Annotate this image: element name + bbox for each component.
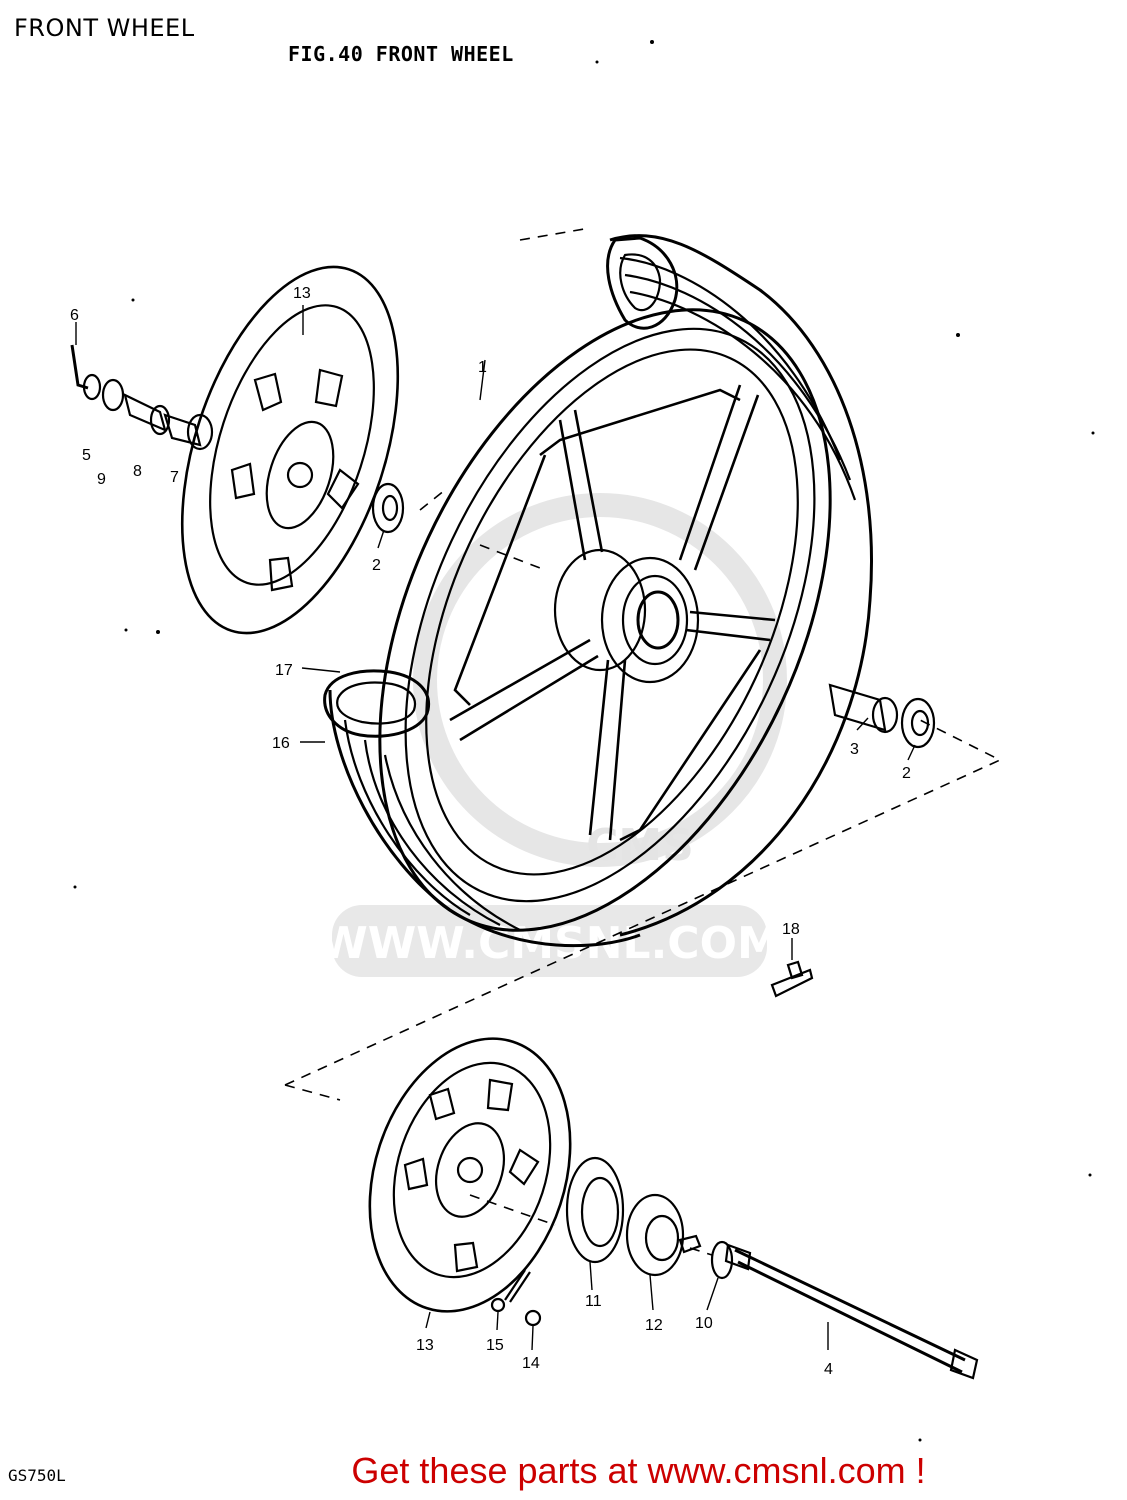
- callout-leaders: [75, 305, 916, 1351]
- callout-18: 18: [782, 921, 800, 938]
- page-title: FRONT WHEEL: [14, 14, 195, 42]
- cmsnl-watermark: CMS WWW.CMSNL.COM: [319, 493, 787, 977]
- left-axle-parts: [70, 344, 214, 451]
- callout-10: 10: [695, 1315, 713, 1332]
- speedometer-gearbox: [625, 1193, 702, 1277]
- callout-1: 1: [478, 359, 487, 376]
- promo-banner[interactable]: Get these parts at www.cmsnl.com !: [0, 1450, 1127, 1492]
- callout-7: 7: [170, 469, 179, 486]
- brake-disc-upper: [180, 265, 400, 635]
- wheel-spokes: [449, 384, 776, 842]
- right-spacer-bearing: [828, 683, 936, 749]
- callout-11: 11: [585, 1293, 602, 1310]
- promo-link-text[interactable]: Get these parts at www.cmsnl.com !: [351, 1450, 926, 1491]
- callout-16: 16: [272, 735, 290, 752]
- scan-specks: [73, 40, 1095, 1442]
- callout-17: 17: [275, 662, 293, 679]
- callout-13-upper-disc: 13: [293, 285, 311, 302]
- callout-3: 3: [850, 741, 859, 758]
- wheel-bearing-left: [371, 482, 405, 534]
- disc-bolts: [490, 1269, 542, 1327]
- callout-15: 15: [486, 1337, 504, 1354]
- callout-2-bearing-left: 2: [372, 557, 381, 574]
- assembly-guide-lines: [284, 227, 1002, 1256]
- watermark-logo: CMS: [586, 820, 694, 871]
- balance-weight: [770, 960, 814, 998]
- callout-5: 5: [82, 447, 91, 464]
- front-axle: [724, 1243, 979, 1380]
- part-callouts: 1 2 2 3 4 5 6 7 8 9 10 11 12 13 13 14 15…: [70, 285, 911, 1378]
- wheel-hub: [553, 548, 700, 684]
- callout-4: 4: [824, 1361, 833, 1378]
- front-wheel-tire: [323, 234, 874, 948]
- callout-13-lower-disc: 13: [416, 1337, 434, 1354]
- callout-2-bearing-right: 2: [902, 765, 911, 782]
- callout-8: 8: [133, 463, 142, 480]
- callout-14: 14: [522, 1355, 540, 1372]
- speedometer-retainer: [565, 1156, 625, 1264]
- callout-6: 6: [70, 307, 79, 324]
- callout-12: 12: [645, 1317, 663, 1334]
- callout-9: 9: [97, 471, 106, 488]
- axle-washer: [710, 1240, 734, 1280]
- figure-title: FIG.40 FRONT WHEEL: [288, 42, 514, 66]
- model-code: GS750L: [8, 1466, 66, 1485]
- brake-disc-lower: [368, 1037, 572, 1313]
